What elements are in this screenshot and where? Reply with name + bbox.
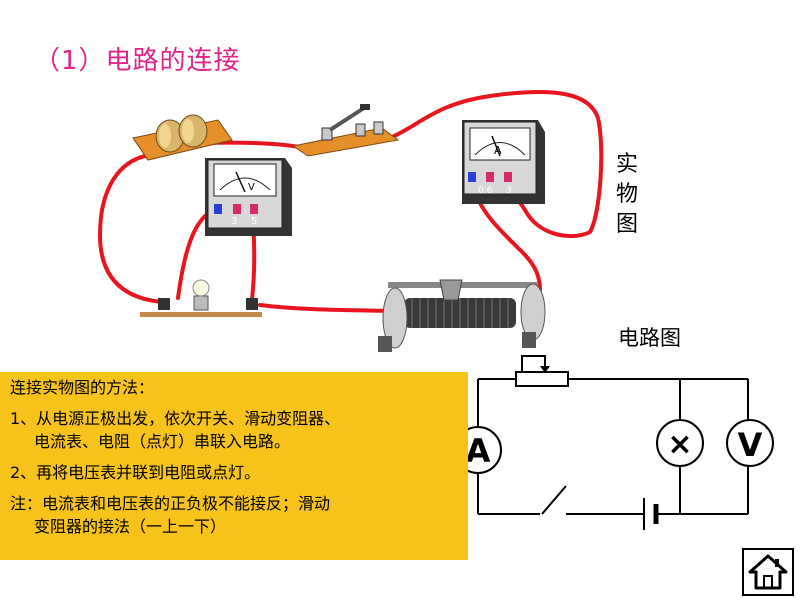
- schematic-diagram-label: 电路图: [618, 326, 681, 350]
- schematic-voltmeter-symbol: V: [738, 426, 763, 464]
- schematic-lamp: ×: [656, 419, 704, 467]
- note-step2: 2、再将电压表并联到电阻或点灯。: [10, 463, 261, 482]
- physical-label-char: 图: [615, 212, 638, 237]
- schematic-battery: [643, 498, 659, 530]
- physical-label-char: 物: [615, 182, 638, 207]
- ammeter-terminal-06: 0.6: [478, 186, 493, 196]
- rheostat-physical: [378, 279, 546, 352]
- schematic-lamp-symbol: ×: [667, 427, 692, 462]
- lamp-board: [140, 279, 262, 317]
- page-title: （1）电路的连接: [34, 46, 241, 76]
- note-warning-line2: 变阻器的接法（一上一下）: [34, 517, 227, 536]
- note-heading: 连接实物图的方法：: [10, 378, 155, 397]
- schematic-ammeter-symbol: A: [466, 432, 491, 470]
- schematic-rheostat: [515, 366, 569, 387]
- battery-holder: [132, 114, 233, 161]
- ammeter-terminal-3: 3: [506, 186, 512, 196]
- method-note: 连接实物图的方法： 1、从电源正极出发，依次开关、滑动变阻器、 电流表、电阻（点…: [0, 372, 468, 560]
- physical-diagram-label: 实 物 图: [612, 150, 642, 240]
- ammeter-physical: A 0.6 3: [462, 120, 545, 204]
- voltmeter-symbol: V: [248, 182, 255, 193]
- voltmeter-terminal-3: 3: [231, 216, 237, 227]
- knife-switch: [291, 104, 400, 157]
- note-warning-line1: 注：电流表和电压表的正负极不能接反；滑动: [10, 494, 331, 513]
- schematic-voltmeter: V: [726, 419, 774, 467]
- home-icon: [748, 554, 788, 590]
- note-step1-line2: 电流表、电阻（点灯）串联入电路。: [34, 432, 291, 451]
- voltmeter-terminal-5: 5: [251, 216, 257, 227]
- note-step1-line1: 1、从电源正极出发，依次开关、滑动变阻器、: [10, 409, 341, 428]
- ammeter-symbol: A: [494, 144, 502, 157]
- voltmeter-physical: V 3 5: [205, 158, 292, 236]
- schematic-wires: [477, 355, 749, 515]
- physical-label-char: 实: [615, 152, 638, 177]
- home-button[interactable]: [742, 548, 794, 596]
